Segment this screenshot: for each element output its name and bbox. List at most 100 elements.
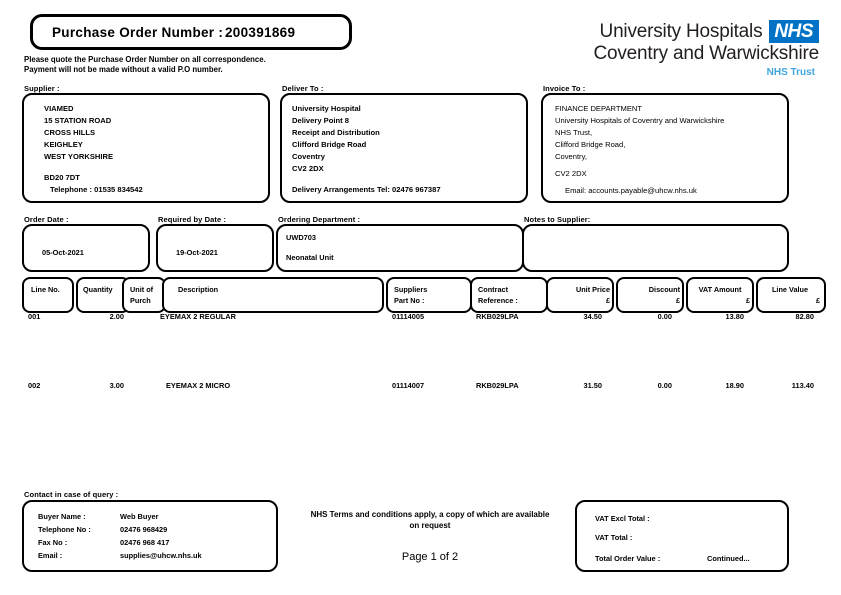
column-header-unit-price-currency: £ [605, 296, 610, 305]
logo-top-row: University Hospitals NHS [499, 20, 819, 43]
deliver-line-2: Delivery Point 8 [292, 116, 349, 125]
ordering-department-box: UWD703 Neonatal Unit [276, 224, 524, 272]
buyer-fax-value: 02476 968 417 [120, 538, 170, 547]
row-2-description: EYEMAX 2 MICRO [166, 381, 231, 390]
row-2-line-no: 002 [28, 381, 41, 390]
row-1-unit-price: 34.50 [583, 312, 603, 321]
column-header-unit-price: Unit Price £ [546, 277, 614, 313]
deliver-line-4: Clifford Bridge Road [292, 140, 367, 149]
column-header-unit-text-1: Unit of [130, 285, 154, 294]
row-1-description: EYEMAX 2 REGULAR [160, 312, 236, 321]
total-order-value-label: Total Order Value : [595, 554, 661, 563]
buyer-name-label: Buyer Name : [38, 512, 86, 521]
po-note-line-2: Payment will not be made without a valid… [24, 65, 223, 74]
supplier-telephone: Telephone : 01535 834542 [50, 185, 143, 194]
deliver-line-5: Coventry [292, 152, 325, 161]
column-header-vat-amount: VAT Amount £ [686, 277, 754, 313]
logo-line-1: University Hospitals [599, 21, 763, 42]
order-date-value: 05-Oct-2021 [42, 248, 84, 257]
total-order-value: Continued... [707, 554, 750, 563]
column-header-part-no-text-2: Part No : [394, 296, 425, 305]
row-2-contract-reference: RKB029LPA [476, 381, 519, 390]
invoice-to-label: Invoice To : [543, 84, 586, 93]
ordering-department-name: Neonatal Unit [286, 253, 334, 262]
invoice-line-5: Coventry, [555, 152, 587, 161]
column-header-unit-of-purch: Unit of Purch [122, 277, 166, 313]
column-header-contract-reference: Contract Reference : [470, 277, 548, 313]
supplier-postcode: BD20 7DT [44, 173, 80, 182]
invoice-postcode: CV2 2DX [555, 169, 587, 178]
row-2-unit-price: 31.50 [583, 381, 603, 390]
row-2-discount: 0.00 [657, 381, 672, 390]
order-date-label: Order Date : [24, 215, 69, 224]
notes-to-supplier-label: Notes to Supplier: [524, 215, 591, 224]
invoice-line-2: University Hospitals of Coventry and War… [555, 116, 725, 125]
invoice-line-4: Clifford Bridge Road, [555, 140, 626, 149]
buyer-email-value: supplies@uhcw.nhs.uk [120, 551, 202, 560]
column-header-description: Description [162, 277, 384, 313]
row-1-part-no: 01114005 [392, 312, 425, 321]
supplier-address-box: VIAMED 15 STATION ROAD CROSS HILLS KEIGH… [22, 93, 270, 203]
column-header-vat-text: VAT Amount [698, 285, 742, 294]
contact-in-case-of-query-label: Contact in case of query : [24, 490, 119, 499]
row-1-quantity: 2.00 [109, 312, 124, 321]
column-header-discount-currency: £ [675, 296, 680, 305]
row-1-line-no: 001 [28, 312, 41, 321]
column-header-contract-text-1: Contract [478, 285, 508, 294]
supplier-line-5: WEST YORKSHIRE [44, 152, 114, 161]
vat-excl-total-label: VAT Excl Total : [595, 514, 650, 523]
terms-and-conditions-text: NHS Terms and conditions apply, a copy o… [310, 510, 550, 530]
row-2-vat-amount: 18.90 [725, 381, 745, 390]
invoice-line-1: FINANCE DEPARTMENT [555, 104, 643, 113]
vat-total-label: VAT Total : [595, 533, 633, 542]
column-header-suppliers-part-no: Suppliers Part No : [386, 277, 472, 313]
column-header-unit-text-2: Purch [130, 296, 151, 305]
column-header-line-no: Line No. [22, 277, 74, 313]
delivery-arrangements: Delivery Arrangements Tel: 02476 967387 [292, 185, 441, 194]
deliver-to-address-box: University Hospital Delivery Point 8 Rec… [280, 93, 528, 203]
order-date-box: 05-Oct-2021 [22, 224, 150, 272]
purchase-order-number-box [30, 14, 352, 50]
buyer-fax-label: Fax No : [38, 538, 68, 547]
buyer-email-label: Email : [38, 551, 63, 560]
row-2-part-no: 01114007 [392, 381, 425, 390]
row-2-quantity: 3.00 [109, 381, 124, 390]
required-by-date-box: 19-Oct-2021 [156, 224, 274, 272]
purchase-order-number-label: Purchase Order Number : [52, 25, 224, 40]
column-header-part-no-text-1: Suppliers [394, 285, 428, 294]
column-header-description-text: Description [178, 285, 219, 294]
supplier-line-1: VIAMED [44, 104, 74, 113]
nhs-logo-icon: NHS [769, 20, 819, 43]
totals-box: VAT Excl Total : VAT Total : Total Order… [575, 500, 789, 572]
column-header-quantity-text: Quantity [83, 285, 113, 294]
supplier-line-3: CROSS HILLS [44, 128, 96, 137]
column-header-line-value-currency: £ [815, 296, 820, 305]
invoice-line-3: NHS Trust, [555, 128, 593, 137]
column-header-discount-text: Discount [648, 285, 680, 294]
column-header-unit-price-text: Unit Price [575, 285, 610, 294]
supplier-label: Supplier : [24, 84, 60, 93]
contact-details-box: Buyer Name : Web Buyer Telephone No : 02… [22, 500, 278, 572]
supplier-line-4: KEIGHLEY [44, 140, 83, 149]
po-note-line-1: Please quote the Purchase Order Number o… [24, 55, 266, 64]
row-1-vat-amount: 13.80 [725, 312, 745, 321]
buyer-telephone-label: Telephone No : [38, 525, 91, 534]
column-header-line-no-text: Line No. [31, 285, 60, 294]
row-1-contract-reference: RKB029LPA [476, 312, 519, 321]
logo-trust-label: NHS Trust [766, 67, 815, 78]
supplier-line-2: 15 STATION ROAD [44, 116, 112, 125]
notes-to-supplier-box [522, 224, 789, 272]
ordering-department-label: Ordering Department : [278, 215, 361, 224]
buyer-telephone-value: 02476 968429 [120, 525, 168, 534]
invoice-to-address-box: FINANCE DEPARTMENT University Hospitals … [541, 93, 789, 203]
required-by-date-value: 19-Oct-2021 [176, 248, 218, 257]
ordering-department-code: UWD703 [286, 233, 316, 242]
buyer-name-value: Web Buyer [120, 512, 159, 521]
required-by-date-label: Required by Date : [158, 215, 227, 224]
nhs-trust-logo: University Hospitals NHS Coventry and Wa… [499, 20, 819, 78]
logo-line-2: Coventry and Warwickshire [593, 43, 819, 64]
column-header-discount: Discount £ [616, 277, 684, 313]
purchase-order-number-value: 200391869 [225, 25, 296, 40]
row-1-line-value: 82.80 [795, 312, 815, 321]
